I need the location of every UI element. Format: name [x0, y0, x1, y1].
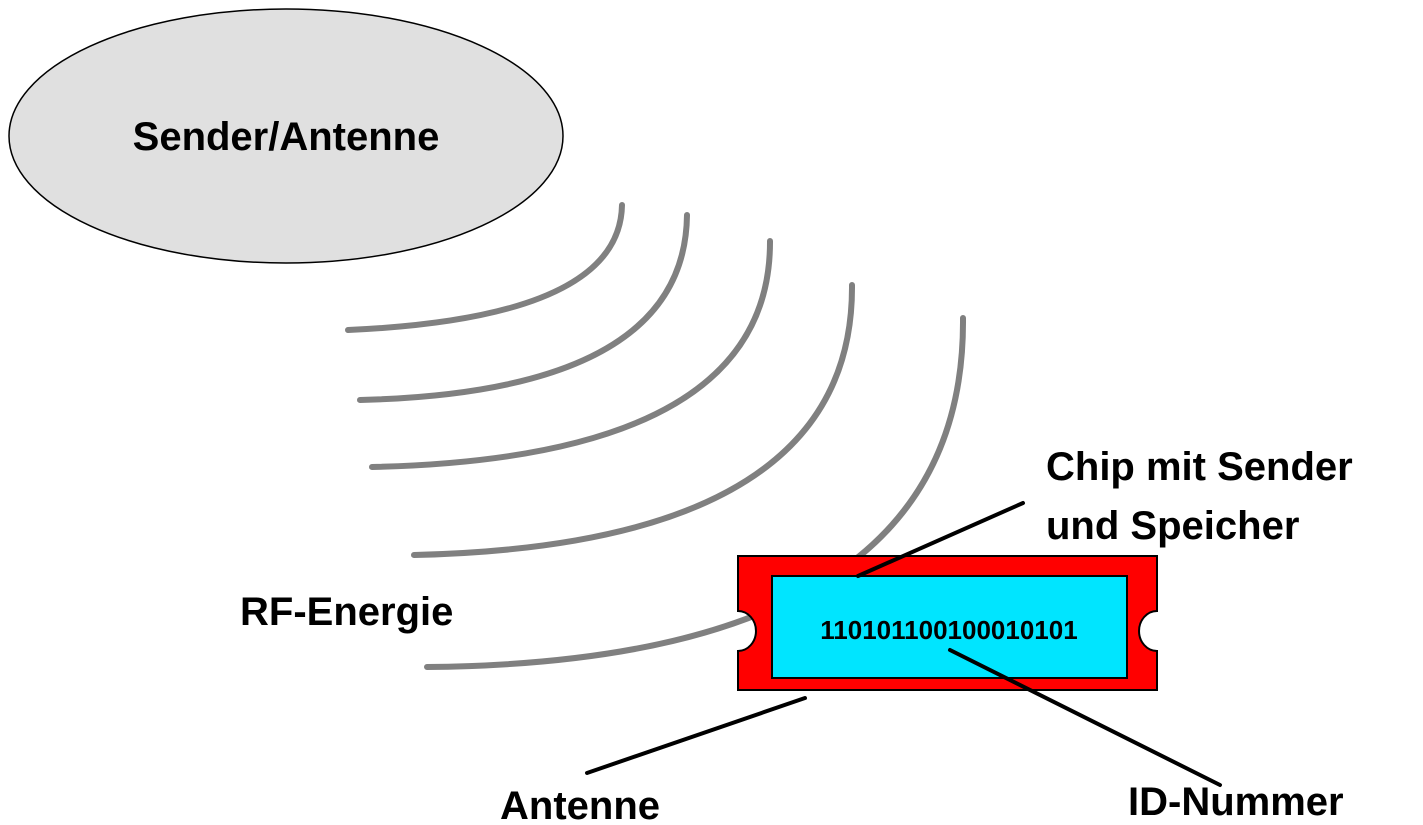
rf-energy-label: RF-Energie: [240, 590, 453, 634]
leader-lines: [585, 501, 1222, 787]
rfid-tag: 110101100100010101: [737, 555, 1158, 691]
reader-node: Sender/Antenne: [8, 8, 564, 264]
antenna-label: Antenne: [500, 784, 660, 825]
rf-waves: [345, 202, 967, 670]
chip-leader-line: [856, 501, 1025, 578]
chip-label-line2: und Speicher: [1046, 504, 1299, 548]
reader-label: Sender/Antenne: [133, 115, 440, 159]
chip-label-line1: Chip mit Sender: [1046, 445, 1353, 489]
id-number-label: ID-Nummer: [1128, 780, 1344, 824]
chip-area: [771, 575, 1128, 679]
id-leader-line: [948, 648, 1222, 787]
id-bits-text: 110101100100010101: [820, 615, 1077, 645]
reader-ellipse: [8, 8, 564, 264]
rf-wave-2: [357, 212, 690, 403]
rf-wave-1: [345, 202, 625, 333]
antenna-leader-line: [585, 696, 807, 775]
rf-wave-4: [411, 282, 856, 558]
rf-wave-3: [369, 238, 774, 470]
